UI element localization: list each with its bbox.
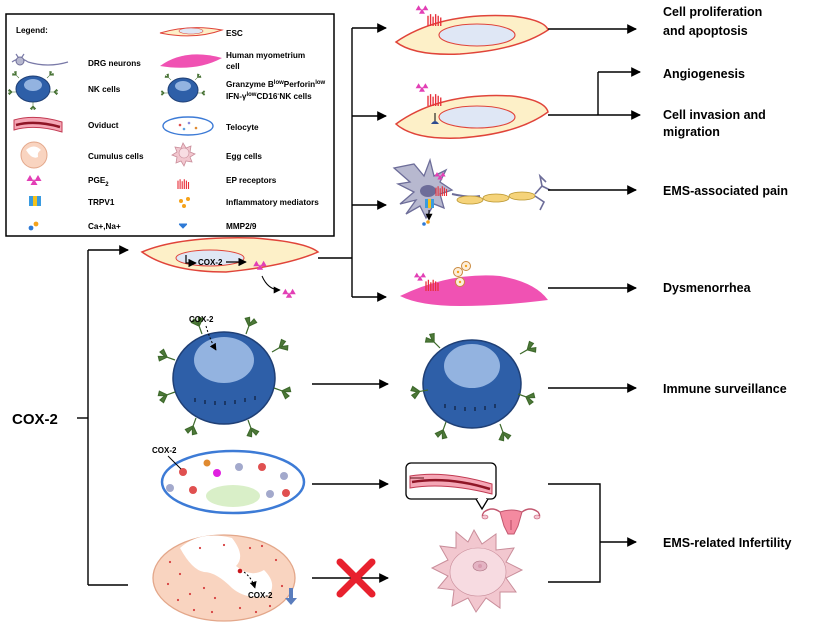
legend-myo-label-1: Human myometrium xyxy=(226,51,305,60)
esc-invasion-cell xyxy=(394,83,549,139)
cumulus-cell: COX-2 xyxy=(152,534,297,622)
legend-inflam-label: Inflammatory mediators xyxy=(226,198,319,207)
myometrium-legend-icon xyxy=(160,54,222,68)
nk-cell-source: COX-2 xyxy=(156,315,293,439)
trpv1-legend-icon xyxy=(29,196,41,206)
legend-nk-low-label-2: IFN-γlowCD16-NK cells xyxy=(226,92,312,101)
oviduct-legend-icon xyxy=(13,116,63,133)
block-x-icon xyxy=(336,558,376,598)
legend-telocyte-label: Telocyte xyxy=(226,123,259,132)
legend-oviduct-label: Oviduct xyxy=(88,121,119,130)
legend-box: Legend: DRG neurons NK cells Oviduct Cum… xyxy=(5,13,335,237)
outcome-pain: EMS-associated pain xyxy=(663,184,788,198)
ions-legend-icon xyxy=(28,221,39,231)
telocyte-cox2-tag: COX-2 xyxy=(152,446,177,455)
legend-nk-low-label-1: Granzyme BlowPerforinlow xyxy=(226,80,326,89)
outcome-invasion-1: Cell invasion and xyxy=(663,108,766,122)
drg-neuron-icon xyxy=(11,53,69,66)
main-bracket xyxy=(77,245,129,586)
legend-ep-label: EP receptors xyxy=(226,176,277,185)
inflam-legend-icon xyxy=(179,197,190,208)
outcome-infertility: EMS-related Infertility xyxy=(663,536,792,550)
outcome-immune: Immune surveillance xyxy=(663,382,787,396)
telocyte-legend-icon xyxy=(162,116,214,136)
invasion-branch xyxy=(597,67,641,120)
esc-cox2-tag: COX-2 xyxy=(198,258,223,267)
egg-cell xyxy=(430,528,524,613)
down-arrow-icon xyxy=(285,588,297,605)
legend-title: Legend: xyxy=(16,26,48,35)
myometrium-cell xyxy=(400,261,548,306)
inflammatory-mediators-icon xyxy=(453,261,471,287)
nk-cox2-tag: COX-2 xyxy=(189,315,214,324)
legend-nk-label: NK cells xyxy=(88,85,121,94)
legend-trpv1-label: TRPV1 xyxy=(88,198,115,207)
legend-pge2-label: PGE2 xyxy=(88,176,109,188)
outcome-dysmenorrhea: Dysmenorrhea xyxy=(663,281,752,295)
uterus-icon xyxy=(481,508,541,535)
outcome-proliferation-1: Cell proliferation xyxy=(663,5,762,19)
esc-branch xyxy=(351,23,387,302)
infertility-bracket xyxy=(548,483,637,583)
esc-legend-icon xyxy=(159,27,224,37)
legend-cumulus-label: Cumulus cells xyxy=(88,152,144,161)
mmp-legend-icon xyxy=(178,223,188,229)
legend-mmp-label: MMP2/9 xyxy=(226,222,257,231)
nk-cell-target xyxy=(409,331,539,443)
drg-neuron-cell xyxy=(392,157,551,226)
legend-myo-label-2: cell xyxy=(226,62,240,71)
telocyte-cell: COX-2 xyxy=(152,446,306,515)
legend-ions-label: Ca+,Na+ xyxy=(88,222,121,231)
outcome-angiogenesis: Angiogenesis xyxy=(663,67,745,81)
oviduct-callout xyxy=(405,462,497,511)
outcome-proliferation-2: and apoptosis xyxy=(663,24,748,38)
cumulus-legend-icon xyxy=(20,141,48,169)
cox2-main-label: COX-2 xyxy=(12,411,58,428)
legend-egg-label: Egg cells xyxy=(226,152,262,161)
nk-cell-legend-icon xyxy=(8,70,58,110)
cumulus-cox2-tag: COX-2 xyxy=(248,591,273,600)
egg-legend-icon xyxy=(171,142,196,167)
esc-source-cell: COX-2 xyxy=(140,237,320,298)
legend-esc-label: ESC xyxy=(226,29,243,38)
legend-drg-label: DRG neurons xyxy=(88,59,141,68)
nk-low-legend-icon xyxy=(160,73,206,103)
esc-proliferation-cell xyxy=(394,5,549,55)
outcome-invasion-2: migration xyxy=(663,125,720,139)
